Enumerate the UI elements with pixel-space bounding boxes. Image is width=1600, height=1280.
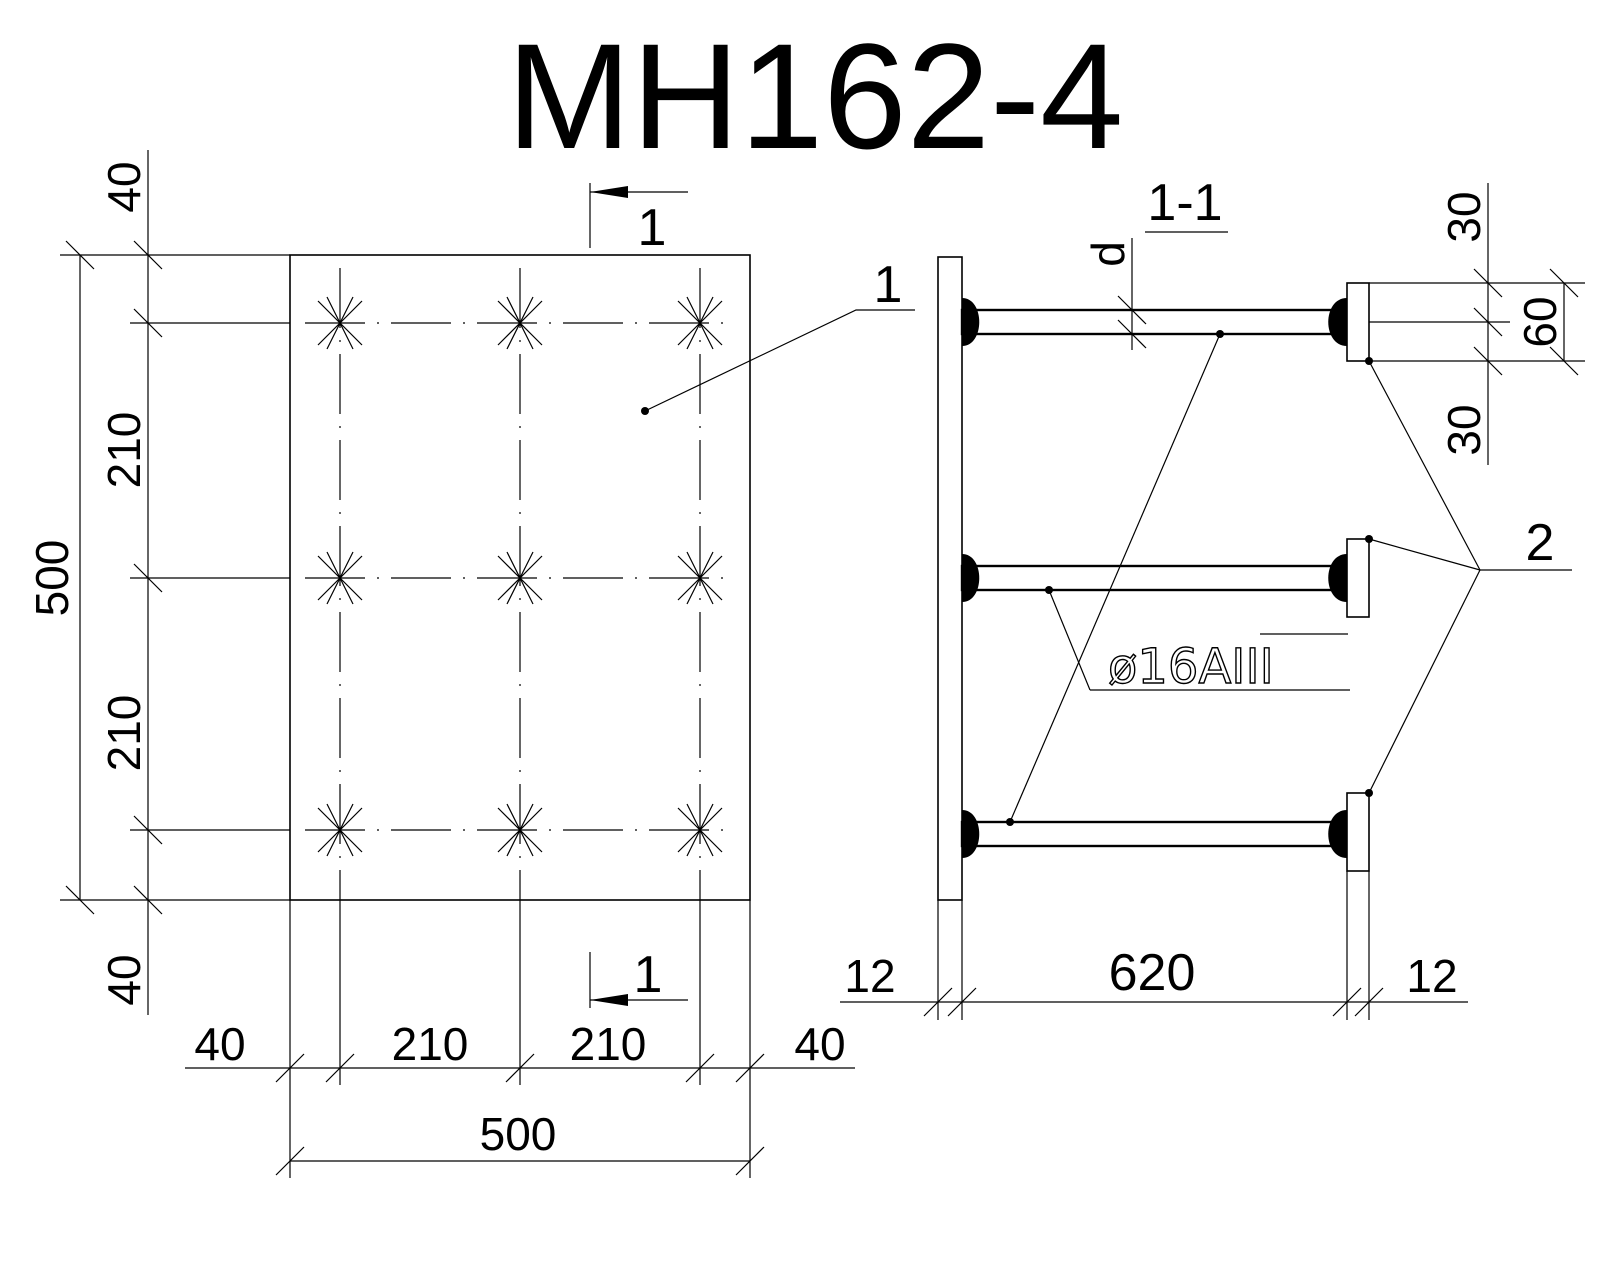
dim-60: 60: [1514, 296, 1566, 347]
section-cut-mark-bottom: 1: [589, 946, 688, 1008]
dim-12-left: 12: [844, 950, 895, 1002]
washer-middle: [1346, 538, 1370, 618]
anchor-marks: [317, 296, 723, 857]
anchor-mark: [497, 551, 543, 605]
dim-right-40: 40: [794, 1018, 845, 1070]
part-2-label: 2: [1526, 514, 1555, 572]
section-cut-mark-top: 1: [589, 183, 688, 257]
dim-left-40: 40: [194, 1018, 245, 1070]
anchor-mark: [497, 296, 543, 350]
rebar-leader: ø16АIII: [1006, 330, 1350, 826]
dim-210-upper: 210: [98, 412, 150, 489]
anchor-bar-bottom: [960, 820, 1334, 848]
dim-500-horizontal: 500: [480, 1108, 557, 1160]
dim-30-top: 30: [1438, 191, 1490, 242]
dim-30-bottom: 30: [1438, 404, 1490, 455]
anchor-mark: [317, 296, 363, 350]
anchor-mark: [677, 551, 723, 605]
anchor-mark: [677, 296, 723, 350]
section-view: 1-1 d: [840, 174, 1585, 1020]
anchor-mark: [317, 803, 363, 857]
d-label: d: [1082, 241, 1134, 267]
section-plate: [937, 256, 963, 901]
rebar-diameter: ø16: [1108, 639, 1198, 695]
rebar-class: III: [1231, 639, 1273, 695]
part-1-leader: 1: [641, 256, 915, 415]
washer-bottom: [1346, 792, 1370, 872]
anchor-bar-top: [960, 308, 1334, 336]
anchor-mark: [677, 803, 723, 857]
drawing-title: МН162-4: [507, 12, 1124, 180]
dim-12-right: 12: [1406, 950, 1457, 1002]
dim-500-vertical: 500: [26, 540, 78, 617]
section-bottom-dimensions: 12 620 12: [840, 871, 1468, 1020]
dim-bottom-40: 40: [98, 954, 150, 1005]
dim-210-right: 210: [570, 1018, 647, 1070]
plan-vertical-dimensions: 40 210 500 210 40: [26, 150, 290, 1015]
rebar-spec: ø16АIII: [1108, 639, 1274, 695]
part-1-label: 1: [874, 256, 903, 314]
end-washers: [1346, 282, 1370, 872]
dim-620: 620: [1109, 944, 1196, 1002]
bar-diameter-dim: d: [1082, 238, 1147, 350]
dim-210-left: 210: [392, 1018, 469, 1070]
part-2-leader: 2: [1365, 357, 1572, 797]
section-title: 1-1: [1147, 174, 1222, 232]
anchor-mark: [497, 803, 543, 857]
anchor-bar-middle: [960, 564, 1334, 592]
rebar-grade: А: [1198, 639, 1231, 695]
dim-top-40: 40: [98, 161, 150, 212]
washer-top: [1346, 282, 1370, 362]
section-cut-label: 1: [634, 946, 663, 1004]
dim-210-lower: 210: [98, 695, 150, 772]
center-lines: [305, 268, 735, 885]
plan-view: 1 1 1 4: [26, 150, 915, 1178]
section-cut-label: 1: [638, 199, 667, 257]
anchor-mark: [317, 551, 363, 605]
anchor-bars: [960, 308, 1334, 848]
washer-dimensions: 30 60 30: [1369, 183, 1585, 465]
plan-horizontal-dimensions: 40 210 210 40 500: [185, 885, 855, 1178]
welds: [962, 298, 1347, 858]
